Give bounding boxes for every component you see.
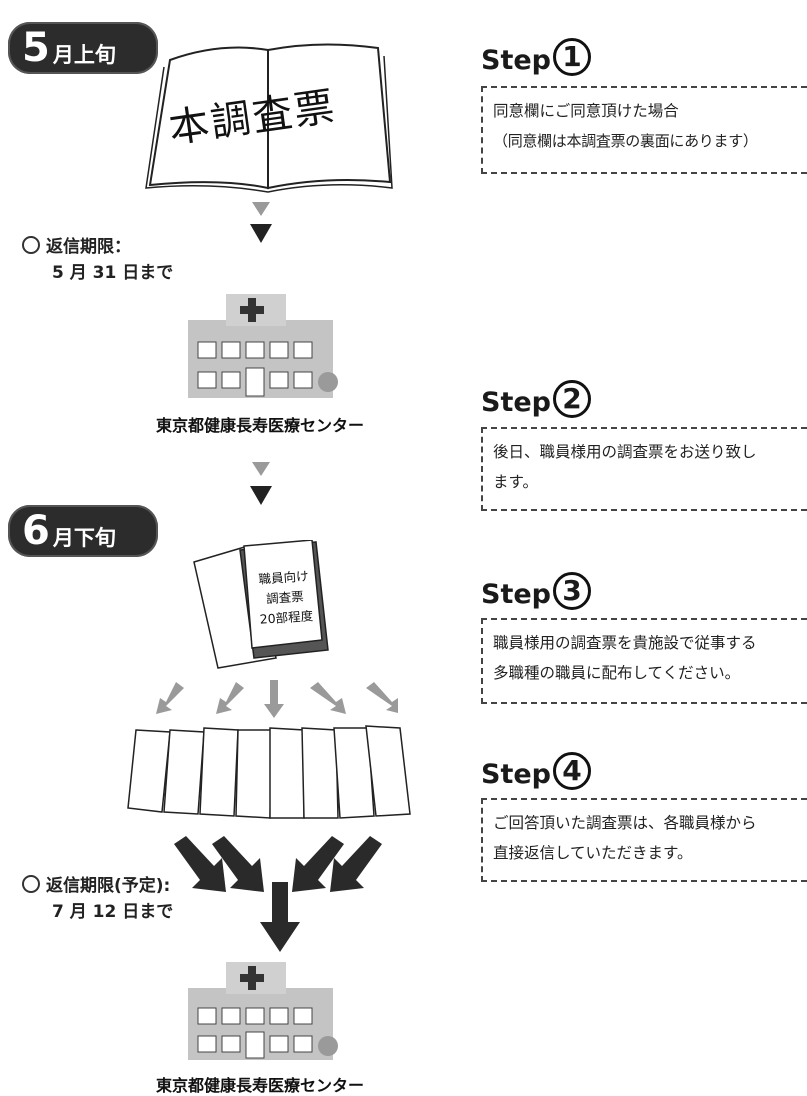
down-arrow-dark-icon [250, 486, 272, 505]
down-arrow-light-icon [252, 202, 270, 216]
step-text-line: 多職種の職員に配布してください。 [493, 664, 741, 682]
phase-badge-may: 5 月上旬 [8, 22, 158, 74]
step-4-title: Step 4 [481, 752, 591, 790]
badge-label: 月下旬 [52, 526, 116, 550]
deadline-july: 返信期限(予定): 7 月 12 日まで [22, 873, 173, 925]
deadline-may: 返信期限： 5 月 31 日まで [22, 234, 173, 286]
step-3-title: Step 3 [481, 572, 591, 610]
badge-number: 5 [22, 25, 50, 71]
phase-badge-june: 6 月下旬 [8, 505, 158, 557]
deadline-date: 5 月 31 日まで [52, 263, 174, 283]
step-word: Step [481, 45, 551, 76]
step-text-line: ます。 [493, 473, 538, 491]
hospital-building-icon [188, 294, 338, 398]
step-word: Step [481, 579, 551, 610]
badge-number: 6 [22, 508, 50, 554]
step-text-line: 後日、職員様用の調査票をお送り致し [493, 443, 757, 461]
step-number-circle: 3 [553, 572, 591, 610]
badge-label: 月上旬 [52, 43, 116, 67]
step-1-box: 同意欄にご同意頂けた場合 （同意欄は本調査票の裏面にあります） [481, 86, 807, 174]
staff-survey-pack-illustration [193, 540, 329, 669]
step-number-circle: 4 [553, 752, 591, 790]
deadline-label: 返信期限： [46, 237, 131, 257]
step-text-line: （同意欄は本調査票の裏面にあります） [493, 132, 758, 150]
staff-survey-pack-label: 職員向け 調査票 20部程度 [248, 566, 322, 631]
distribution-arrows [156, 680, 398, 718]
hospital-building-icon [188, 962, 338, 1060]
facility-name: 東京都健康長寿医療センター [155, 416, 364, 435]
step-2-box: 後日、職員様用の調査票をお送り致し ます。 [481, 427, 807, 511]
step-4-box: ご回答頂いた調査票は、各職員様から 直接返信していただきます。 [481, 798, 807, 882]
step-3-box: 職員様用の調査票を貴施設で従事する 多職種の職員に配布してください。 [481, 618, 807, 704]
survey-book-illustration [145, 43, 393, 193]
step-text-line: 職員様用の調査票を貴施設で従事する [493, 634, 757, 652]
step-2-title: Step 2 [481, 380, 591, 418]
step-text-line: ご回答頂いた調査票は、各職員様から [493, 814, 757, 832]
return-arrows [174, 836, 382, 952]
distributed-sheets-illustration [127, 725, 411, 819]
deadline-date: 7 月 12 日まで [52, 902, 174, 922]
facility-name: 東京都健康長寿医療センター [155, 1076, 364, 1095]
circle-bullet-icon [22, 236, 40, 254]
step-number-circle: 2 [553, 380, 591, 418]
step-number-circle: 1 [553, 38, 591, 76]
down-arrow-dark-icon [250, 224, 272, 243]
step-text-line: 同意欄にご同意頂けた場合 [493, 102, 679, 120]
step-1-title: Step 1 [481, 38, 591, 76]
step-text-line: 直接返信していただきます。 [493, 844, 693, 862]
down-arrow-light-icon [252, 462, 270, 476]
step-word: Step [481, 759, 551, 790]
step-word: Step [481, 387, 551, 418]
circle-bullet-icon [22, 875, 40, 893]
deadline-label: 返信期限(予定): [46, 876, 171, 896]
